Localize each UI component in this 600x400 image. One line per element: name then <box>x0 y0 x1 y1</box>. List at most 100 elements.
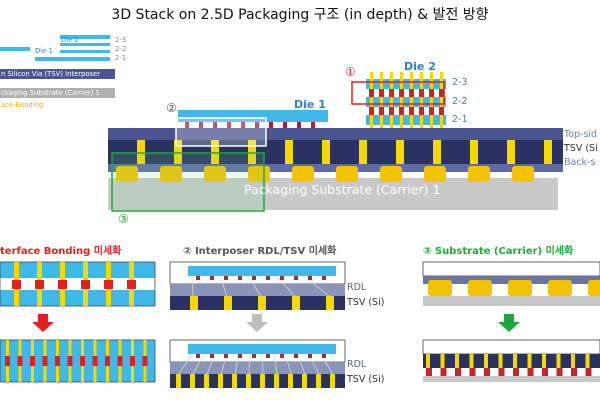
panel3-bottom-tsv-layer <box>423 354 600 368</box>
panel3-bottom-bump <box>484 368 490 376</box>
die1-microbump <box>283 122 287 128</box>
panel2-bottom-rdl-line <box>261 353 264 375</box>
panel2-top-rdl-line <box>219 275 228 297</box>
marker-3: ③ <box>118 212 129 226</box>
panel1-arrow <box>32 314 54 332</box>
panel2-bottom-tsv <box>176 374 181 388</box>
panel2-top-microbump <box>210 276 214 280</box>
panel2-top-tsv <box>190 296 198 310</box>
substrate-bump <box>336 166 358 182</box>
die2-tsv <box>410 72 413 128</box>
interposer-top-side <box>108 128 563 140</box>
legend-bonding-label: ace Bonding <box>1 101 44 109</box>
panel2-bottom-tsv <box>302 374 307 388</box>
substrate-block <box>108 178 558 210</box>
die2-bond <box>379 107 384 115</box>
panel3-arrow <box>498 314 520 332</box>
panel3-bottom-tsv <box>469 354 474 368</box>
die2-bond <box>419 89 424 97</box>
panel3-bottom-bump <box>498 368 505 376</box>
panel2-bottom-tsv-layer <box>170 374 345 388</box>
panel1-bottom-bond <box>30 356 35 366</box>
back-side-label: Back-s <box>564 157 596 168</box>
panel1-bottom-frame <box>0 339 156 383</box>
panel1-bottom-bond <box>92 356 98 366</box>
legend-die1-bar <box>0 47 30 51</box>
tsv-label: TSV (Si <box>564 143 598 154</box>
panel3-bottom-bump <box>455 368 461 376</box>
legend-2-1-label: 2-1 <box>115 54 127 62</box>
die1-microbump <box>241 122 245 128</box>
panel2-top-microbump <box>252 276 256 280</box>
panel3-title: ③ Substrate (Carrier) 미세화 <box>423 246 574 257</box>
die2-tsv <box>380 72 383 128</box>
panel2-tsv-top-label: TSV (Si) <box>347 297 385 308</box>
die1-microbump <box>213 122 217 128</box>
panel2-top-die <box>188 266 336 276</box>
die2-bond <box>399 107 404 115</box>
die1-label: Die 1 <box>294 98 326 111</box>
panel2-top-microbump <box>308 276 312 280</box>
panel3-bottom-tsv <box>542 354 546 368</box>
substrate-bump <box>160 166 182 182</box>
panel3-bottom-bump <box>440 368 447 376</box>
die1-microbump <box>185 122 189 128</box>
die2-bond <box>439 107 444 115</box>
panel2-bottom-microbump <box>266 354 270 358</box>
legend-tsv-interposer-label: n Silicon Via (TSV) Interposer <box>1 70 101 78</box>
tsv-pillar <box>359 140 367 164</box>
panel2-top-tsv <box>326 296 334 310</box>
tsv-pillar <box>248 140 256 164</box>
panel1-bottom-bond <box>55 356 60 366</box>
die1-microbump <box>311 122 315 128</box>
tsv-pillar <box>396 140 404 164</box>
die2-layer-2-3-label: 2-3 <box>452 77 468 88</box>
panel1-top-bond <box>12 280 21 289</box>
die2-bond <box>379 89 384 97</box>
panel2-bottom-microbump <box>308 354 312 358</box>
die2-bond <box>429 89 434 97</box>
panel3-bottom-tsv <box>513 354 517 368</box>
panel3-top-bump <box>468 280 492 296</box>
panel3-bottom-bump <box>556 368 563 376</box>
panel2-top-microbump <box>266 276 270 280</box>
panel3-bottom-bump <box>527 368 534 376</box>
substrate-bump <box>424 166 446 182</box>
panel2-top-microbump <box>322 276 326 280</box>
die2-layer <box>366 79 446 89</box>
tsv-pillar <box>470 140 478 164</box>
panel2-rdl-bottom-label: RDL <box>347 359 367 370</box>
tsv-pillar <box>322 140 330 164</box>
die2-tsv <box>440 72 443 128</box>
panel2-bottom-rdl-line <box>284 353 292 375</box>
substrate-label: Packaging Substrate (Carrier) 1 <box>244 182 441 197</box>
panel2-bottom-microbump <box>252 354 256 358</box>
panel2-bottom-rdl-line <box>273 353 278 375</box>
legend-die1-label: Die 1 <box>35 47 53 55</box>
panel1-bottom-bond <box>80 356 85 366</box>
die2-tsv <box>370 72 373 128</box>
panel1-top-frame <box>0 261 156 307</box>
highlight-box-1 <box>351 81 445 105</box>
panel3-bottom-tsv <box>585 354 590 368</box>
substrate-bump <box>292 166 314 182</box>
panel1-bottom-bond <box>5 356 10 366</box>
panel3-bottom-bump <box>469 368 476 376</box>
legend-die2-bar <box>60 35 110 39</box>
die2-tsv <box>420 72 423 128</box>
substrate-bump <box>512 166 534 182</box>
panel3-bottom-bump <box>571 368 577 376</box>
panel1-bottom-bond <box>17 356 23 366</box>
panel2-title: ② Interposer RDL/TSV 미세화 <box>183 246 337 257</box>
panel3-bottom-tsv <box>556 354 561 368</box>
panel2-bottom-microbump <box>224 354 228 358</box>
panel2-top-tsv <box>258 296 266 310</box>
die2-bond <box>399 89 404 97</box>
panel1-bottom-die-b <box>0 366 155 382</box>
panel2-tsv-bottom-label: TSV (Si) <box>347 374 385 385</box>
die2-bond <box>389 89 394 97</box>
panel2-bottom-tsv <box>330 374 335 388</box>
panel1-bottom-bond <box>105 356 110 366</box>
panel2-top-rdl-line <box>191 275 194 297</box>
die2-layer <box>366 97 446 107</box>
